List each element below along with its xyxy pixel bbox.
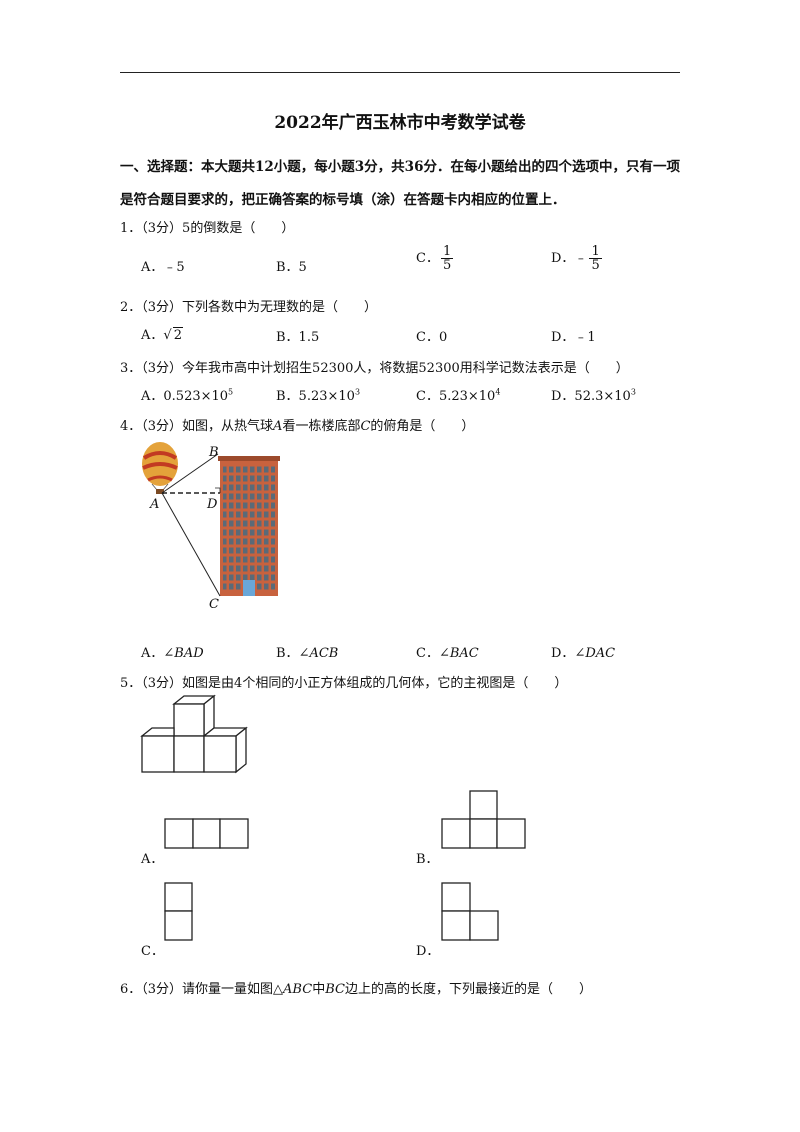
q4-stem-point-c: C (360, 419, 371, 434)
q5-option-a-figure (164, 818, 249, 849)
q5-option-b-figure (441, 790, 526, 849)
q1-c-numerator: 1 (440, 244, 454, 259)
page-title: 2022年广西玉林市中考数学试卷 (274, 113, 526, 133)
q4-figure-label-c: C (209, 597, 219, 612)
q5-option-d-figure (441, 882, 499, 941)
q4-stem-mid: 看一栋楼底部 (282, 419, 361, 434)
q5-solid-figure (140, 694, 248, 774)
q5-stem: 5．（3分）如图是由4个相同的小正方体组成的几何体，它的主视图是（ ） (120, 676, 568, 691)
section-heading-line1: 一、选择题：本大题共12小题，每小题3分，共36分．在每小题给出的四个选项中，只… (120, 159, 680, 175)
q2-option-a-label: A． (141, 328, 164, 343)
q1-option-b: B．5 (276, 260, 307, 275)
q2-option-a: A．√2 (141, 324, 183, 343)
q3-b-base: B．5.23×10 (276, 389, 355, 404)
q4-option-c-angle: ∠BAC (438, 646, 479, 661)
q5-option-c: C． (141, 944, 164, 959)
q3-c-base: C．5.23×10 (416, 389, 496, 404)
q1-option-c-label: C． (416, 251, 439, 266)
q4-option-a-label: A． (141, 646, 164, 661)
q4-option-b-angle: ∠ACB (298, 646, 339, 661)
q3-a-exponent: 5 (228, 387, 234, 397)
q5-option-b: B． (416, 852, 439, 867)
q3-option-b: B．5.23×103 (276, 385, 360, 404)
q4-figure-label-d: D (207, 497, 218, 512)
q4-option-a-angle: ∠BAD (163, 646, 204, 661)
q4-figure (142, 442, 280, 597)
q1-option-a: A．﹣5 (141, 260, 185, 275)
q1-option-d-label: D．﹣ (551, 251, 588, 266)
top-rule (120, 72, 680, 73)
building-icon (218, 456, 280, 596)
hot-air-balloon-icon (142, 442, 178, 494)
q6-stem-post: 边上的高的长度，下列最接近的是（ ） (344, 982, 592, 997)
q4-option-d: D．∠DAC (551, 642, 615, 661)
q3-option-d: D．52.3×103 (551, 385, 636, 404)
q4-option-d-label: D． (551, 646, 575, 661)
q5-option-c-figure (164, 882, 193, 941)
q6-stem-mid: 中 (312, 982, 326, 997)
q2-option-b: B．1.5 (276, 330, 320, 345)
q3-b-exponent: 3 (354, 387, 361, 397)
section-heading-line2: 是符合题目要求的，把正确答案的标号填（涂）在答题卡内相应的位置上． (120, 192, 566, 208)
q4-option-c: C．∠BAC (416, 642, 479, 661)
q4-stem: 4．（3分）如图，从热气球A看一栋楼底部C的俯角是（ ） (120, 415, 474, 434)
q1-d-numerator: 1 (589, 244, 602, 259)
q3-a-base: A．0.523×10 (141, 389, 229, 404)
q4-stem-point-a: A (273, 419, 283, 434)
q2-stem: 2．（3分）下列各数中为无理数的是（ ） (120, 300, 378, 315)
q5-option-a: A． (141, 852, 164, 867)
q4-stem-pre: 4．（3分）如图，从热气球 (120, 419, 274, 434)
q2-option-c: C．0 (416, 330, 448, 345)
q4-option-b-label: B． (276, 646, 299, 661)
q2-a-radicand: 2 (172, 327, 183, 343)
q4-option-c-label: C． (416, 646, 439, 661)
q3-c-exponent: 4 (495, 387, 501, 397)
q4-option-b: B．∠ACB (276, 642, 338, 661)
q3-d-exponent: 3 (630, 387, 636, 397)
q4-figure-label-a: A (150, 497, 160, 512)
q2-option-d: D．﹣1 (551, 330, 596, 345)
q4-option-a: A．∠BAD (141, 642, 204, 661)
q4-figure-label-b: B (209, 445, 219, 460)
q3-option-c: C．5.23×104 (416, 385, 500, 404)
q6-stem-pre: 6．（3分）请你量一量如图△ (120, 982, 284, 997)
q1-c-denominator: 5 (442, 258, 452, 273)
q3-stem: 3．（3分）今年我市高中计划招生52300人，将数据52300用科学记数法表示是… (120, 361, 629, 376)
q1-d-denominator: 5 (591, 258, 600, 273)
sqrt-icon: √2 (163, 327, 183, 343)
q1-stem: 1．（3分）5的倒数是（ ） (120, 221, 295, 236)
q4-option-d-angle: ∠DAC (574, 646, 616, 661)
q6-stem: 6．（3分）请你量一量如图△ABC中BC边上的高的长度，下列最接近的是（ ） (120, 978, 592, 997)
q3-option-a: A．0.523×105 (141, 385, 233, 404)
q5-option-d: D． (416, 944, 440, 959)
q3-d-base: D．52.3×10 (551, 389, 631, 404)
q6-side-name: BC (325, 982, 345, 997)
q4-stem-post: 的俯角是（ ） (370, 419, 475, 434)
q6-triangle-name: ABC (283, 982, 313, 997)
